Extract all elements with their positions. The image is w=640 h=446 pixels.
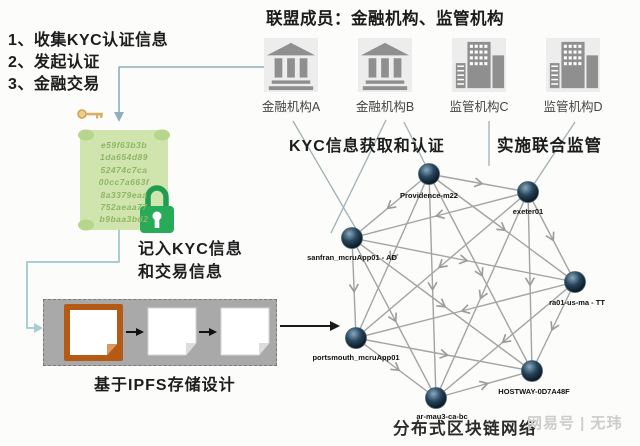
document-icon-primary [64, 304, 123, 361]
node-sphere-icon [517, 181, 539, 203]
hash-line: 00cc7a663f [98, 177, 150, 188]
alliance-member: 监管机构C [449, 38, 509, 115]
network-edge [428, 173, 529, 193]
steps-list: 1、收集KYC认证信息 2、发起认证 3、金融交易 [8, 30, 168, 96]
record-info-label: 记入KYC信息 和交易信息 [138, 238, 243, 284]
network-node: HOSTWAY-0D7A48F [498, 360, 570, 396]
network-edge [351, 237, 576, 283]
kyc-flow-label: KYC信息获取和认证 [289, 138, 445, 155]
hash-line: 52474c7ca [100, 164, 148, 175]
hash-line: b9baa3bd2 [99, 214, 149, 225]
bank-icon [264, 38, 318, 92]
building-icon [452, 38, 506, 92]
member-label: 监管机构D [543, 100, 603, 114]
alliance-member: 金融机构A [262, 38, 320, 115]
alliance-title: 联盟成员：金融机构、监管机构 [266, 10, 504, 28]
network-edge [428, 173, 533, 372]
alliance-member: 监管机构D [543, 38, 603, 115]
document-icon [220, 307, 270, 356]
network-node: ar-mau3-ca-bc [416, 387, 468, 421]
network-edges [348, 173, 576, 399]
network-edge [428, 173, 576, 283]
ipfs-storage-box [43, 299, 277, 366]
member-label: 金融机构A [261, 100, 321, 114]
hash-line: 752aeaa77 [100, 202, 148, 213]
bank-icon [358, 38, 412, 92]
network-node: ra01-us-ma - TT [549, 271, 605, 307]
network-edge [435, 191, 529, 399]
network-edge [531, 281, 576, 372]
network-edge [351, 173, 430, 239]
alliance-members: 金融机构A 金融机构B 监管机构C 监管机构D [262, 38, 603, 115]
network-edge [435, 281, 576, 399]
network-nodes: Providence-m22 exeter01 sanfran_mcruApp01 … [307, 163, 605, 421]
node-label: exeter01 [513, 207, 543, 216]
network-edge [355, 337, 437, 399]
node-label: HOSTWAY-0D7A48F [498, 387, 570, 396]
ipfs-caption: 基于IPFS存储设计 [94, 377, 236, 394]
record-info-line1: 记入KYC信息 [138, 241, 243, 258]
joint-regulation-label: 实施联合监管 [497, 137, 602, 155]
connector-bank-to-certificate [118, 66, 277, 113]
node-sphere-icon [521, 360, 543, 382]
network-edge [351, 237, 533, 372]
network-node: Providence-m22 [400, 163, 458, 200]
network-edge [355, 173, 430, 339]
network-edge [351, 191, 529, 239]
line-regulatorD-to-network [531, 121, 576, 188]
hash-line: e59f63b3b [100, 140, 148, 150]
network-edge [435, 370, 533, 399]
step-item: 1、收集KYC认证信息 [8, 32, 169, 49]
arrowhead-down-icon [114, 112, 124, 122]
step-item: 3、金融交易 [8, 76, 100, 93]
node-sphere-icon [341, 227, 363, 249]
node-label: ar-mau3-ca-bc [416, 412, 467, 421]
arrowhead-right-icon [330, 321, 340, 331]
network-edge [524, 191, 536, 372]
member-label: 金融机构B [355, 100, 415, 114]
key-icon [77, 109, 103, 119]
arrowhead-right-icon [136, 328, 144, 336]
node-label: ra01-us-ma - TT [549, 298, 605, 307]
connector-certificate-to-ipfs [26, 228, 120, 329]
lock-icon [140, 185, 174, 233]
network-edge [527, 191, 576, 283]
network-edge [355, 191, 529, 339]
hash-line: 8a3379eaa [100, 189, 148, 200]
watermark: 网易号 | 无玮 [527, 415, 623, 432]
network-edge [351, 237, 437, 399]
step-item: 2、发起认证 [8, 54, 100, 71]
alliance-member: 金融机构B [356, 38, 414, 115]
line-bankA-to-network [292, 120, 360, 235]
arrowhead-right-icon [209, 328, 217, 336]
record-info-line2: 和交易信息 [138, 264, 224, 281]
building-icon [546, 38, 600, 92]
network-node: exeter01 [513, 181, 543, 216]
network-edge [348, 237, 359, 339]
node-sphere-icon [425, 387, 447, 409]
node-label: sanfran_mcruApp01 - AD [307, 253, 397, 262]
hash-line: 1da654d89 [100, 152, 148, 163]
member-label: 监管机构C [449, 100, 509, 114]
network-node: sanfran_mcruApp01 - AD [307, 227, 397, 262]
node-sphere-icon [418, 163, 440, 185]
network-node: portsmouth_mcruApp01 [312, 327, 400, 362]
network-edge [427, 173, 438, 399]
document-icon [147, 307, 197, 356]
line-bankB-to-network-left [330, 119, 387, 234]
network-edge [355, 281, 576, 339]
network-edge [355, 337, 533, 372]
arrowhead-right-icon [34, 323, 43, 333]
node-sphere-icon [345, 327, 367, 349]
network-caption: 分布式区块链网络 [393, 420, 537, 438]
certificate-scroll [70, 104, 190, 236]
node-label: Providence-m22 [400, 191, 458, 200]
node-label: portsmouth_mcruApp01 [312, 353, 399, 362]
node-sphere-icon [564, 271, 586, 293]
line-bankB-to-network [403, 121, 427, 167]
